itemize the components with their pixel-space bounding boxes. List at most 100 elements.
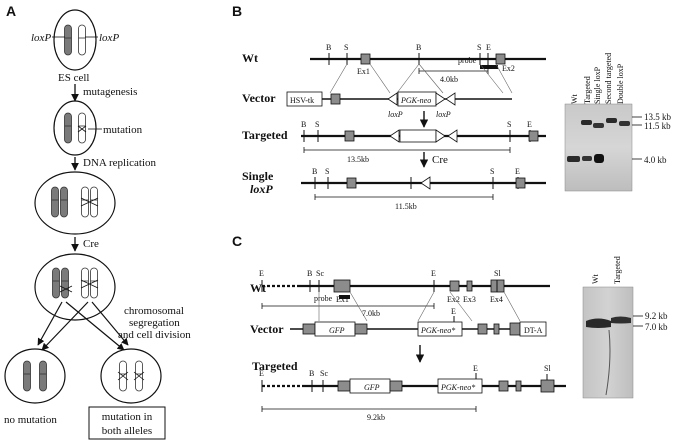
loxp-triangle	[389, 129, 400, 143]
loxp-b-label: loxP	[436, 110, 451, 119]
ex1-label: Ex1	[357, 67, 370, 76]
size-single-b: 11.5kb	[395, 202, 417, 211]
panel-c-label: C	[232, 233, 242, 249]
site-sc: Sc	[320, 369, 328, 378]
row-label-single-1: Single	[242, 169, 274, 183]
panel-c: C Wt E B Sc E Sl probe Ex1 Ex2 Ex3 Ex4 7…	[232, 233, 668, 422]
mutation-mark	[80, 197, 99, 207]
mutation-label: mutation	[103, 124, 143, 136]
site-s: S	[315, 120, 319, 129]
pgk-neo-star-label: PGK-neo*	[440, 383, 475, 392]
row-label-vector-c: Vector	[250, 322, 284, 336]
lane-label: Wt	[570, 93, 579, 104]
exon-box	[515, 177, 526, 189]
row-label-single-2: loxP	[250, 182, 273, 196]
exon-box	[498, 380, 509, 392]
pgk-neo-star-box	[437, 378, 483, 394]
site-s: S	[344, 43, 348, 52]
dta-box	[519, 321, 547, 337]
chromosome-dark	[61, 267, 69, 299]
cre-cell-outline	[34, 253, 116, 321]
chromosome-dark	[23, 360, 31, 392]
site-e: E	[451, 307, 456, 316]
row-label-targeted: Targeted	[242, 128, 288, 142]
marker-label: 9.2 kb	[645, 311, 668, 321]
exon-box	[515, 380, 522, 392]
ex2-label: Ex2	[502, 64, 515, 73]
exon-box	[449, 280, 460, 292]
site-s: S	[507, 120, 511, 129]
blot-band	[567, 156, 580, 162]
loxp-triangle	[387, 92, 398, 106]
probe-bar-c	[339, 295, 350, 299]
loxp-triangle	[435, 92, 446, 106]
site-s: S	[477, 43, 481, 52]
probe-label-b: probe	[458, 56, 477, 65]
segregation-line-1: chromosomal	[124, 305, 184, 317]
blot-membrane-b	[564, 103, 633, 192]
mutated-cell-outline	[53, 100, 97, 156]
exon-box	[333, 279, 351, 293]
lane-label: Second targeted	[604, 53, 613, 104]
row-label-wt-c: Wt	[250, 281, 266, 295]
loxp-triangle	[435, 129, 446, 143]
exon-box	[540, 379, 555, 393]
probe-label-c: probe	[314, 294, 333, 303]
row-label-wt: Wt	[242, 51, 258, 65]
replication-label: DNA replication	[83, 157, 157, 169]
site-e: E	[515, 167, 520, 176]
exon-box	[509, 322, 521, 336]
site-e: E	[527, 120, 532, 129]
loxp-triangle	[447, 129, 458, 143]
mutation-both-box	[88, 406, 166, 440]
homology-guides-c	[318, 291, 521, 322]
pgk-neo-star-box	[417, 321, 463, 337]
ex1-label-c: Ex1	[336, 295, 349, 304]
segregation-line-3: and cell division	[118, 329, 191, 341]
panel-b: B Wt B S B S E Ex1 Ex2 probe 4.0kb Vecto…	[232, 3, 672, 211]
es-cell-outline	[53, 9, 97, 71]
site-b: B	[416, 43, 421, 52]
site-s: S	[325, 167, 329, 176]
exon-box	[493, 323, 500, 335]
blot-band	[594, 154, 604, 163]
marker-label: 7.0 kb	[645, 322, 668, 332]
exon-box	[330, 93, 341, 105]
site-sc: Sc	[316, 269, 324, 278]
daughter-cell-left	[4, 348, 66, 404]
marker-label: 13.5 kb	[644, 112, 672, 122]
size-wt-c: 7.0kb	[362, 309, 380, 318]
wt-sites: B S B S E	[326, 43, 491, 65]
chromosome-light	[78, 112, 86, 144]
mutation-both-line-2: both alleles	[102, 425, 152, 437]
pgk-neo-label: PGK-neo	[400, 96, 431, 105]
lane-label: Targeted	[613, 256, 622, 284]
exon-box	[495, 53, 506, 65]
site-e: E	[259, 269, 264, 278]
dta-label: DT-A	[524, 326, 543, 335]
loxp-a-label: loxP	[388, 110, 403, 119]
gfp-label: GFP	[364, 383, 380, 392]
panel-b-label: B	[232, 3, 242, 19]
gfp-label: GFP	[329, 326, 345, 335]
site-e: E	[259, 369, 264, 378]
site-b: B	[301, 120, 306, 129]
site-s: S	[490, 167, 494, 176]
lane-label: Wt	[591, 273, 600, 284]
cre-label-a: Cre	[83, 238, 99, 250]
chromosome-dark	[39, 360, 47, 392]
site-e: E	[431, 269, 436, 278]
lane-label: Single loxP	[593, 66, 602, 104]
blot-band	[611, 316, 631, 324]
row-label-targeted-c: Targeted	[252, 359, 298, 373]
site-e: E	[473, 364, 478, 373]
chromosome-dark	[60, 186, 68, 218]
loxp-triangle	[445, 92, 456, 106]
pgk-neo-star-label: PGK-neo*	[420, 326, 455, 335]
southern-blot-c: Wt Targeted 9.2 kb 7.0 kb	[582, 256, 668, 399]
blot-band	[593, 123, 604, 128]
site-b: B	[312, 167, 317, 176]
cre-label-b: Cre	[432, 154, 448, 166]
site-e: E	[486, 43, 491, 52]
mutation-mark	[77, 125, 87, 133]
